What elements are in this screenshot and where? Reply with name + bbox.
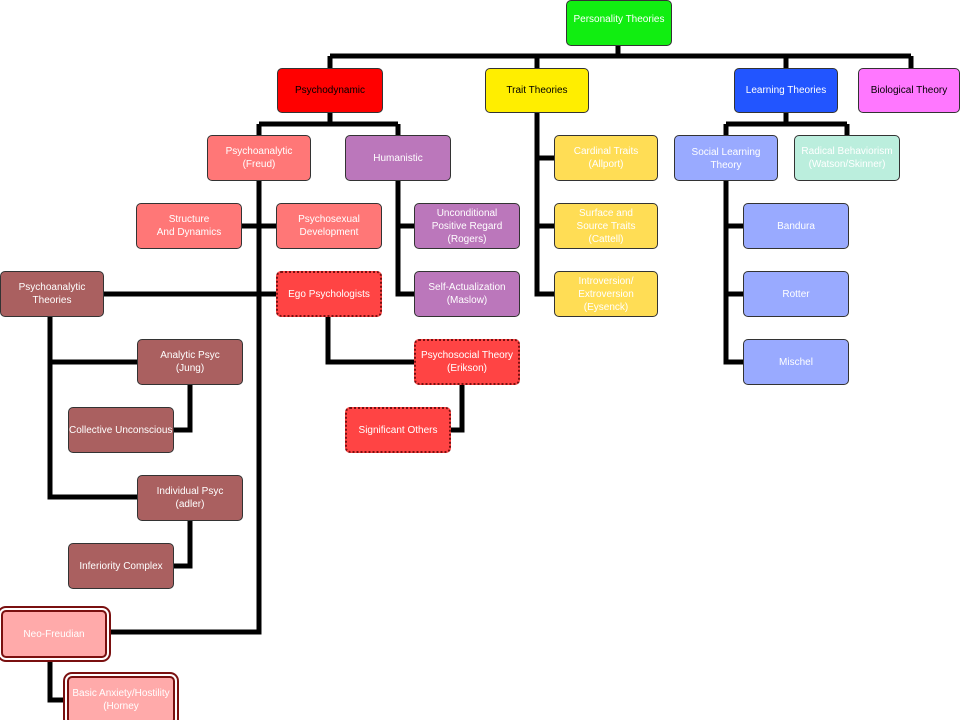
node-basic-anxiety-hostility: Basic Anxiety/Hostility (Horney — [67, 676, 175, 720]
node-mischel: Mischel — [743, 339, 849, 385]
node-introversion-extroversion: Introversion/ Extroversion (Eysenck) — [554, 271, 658, 317]
node-trait-theories: Trait Theories — [485, 68, 589, 113]
node-personality-theories: Personality Theories — [566, 0, 672, 46]
connector-line — [107, 181, 262, 635]
node-significant-others: Significant Others — [345, 407, 451, 453]
node-cardinal-traits: Cardinal Traits (Allport) — [554, 135, 658, 181]
node-self-actualization: Self-Actualization (Maslow) — [414, 271, 520, 317]
node-radical-behaviorism: Radical Behaviorism (Watson/Skinner) — [794, 135, 900, 181]
node-structure-dynamics: Structure And Dynamics — [136, 203, 242, 249]
node-humanistic: Humanistic — [345, 135, 451, 181]
connector-line — [47, 658, 67, 703]
node-biological-theory: Biological Theory — [858, 68, 960, 113]
connector-line — [174, 385, 193, 433]
node-social-learning-theory: Social Learning Theory — [674, 135, 778, 181]
connector-line — [327, 46, 914, 68]
node-unconditional-positive-regard: Unconditional Positive Regard (Rogers) — [414, 203, 520, 249]
connector-line — [723, 181, 743, 365]
node-rotter: Rotter — [743, 271, 849, 317]
node-psychodynamic: Psychodynamic — [277, 68, 383, 113]
node-psychosocial-theory: Psychosocial Theory (Erikson) — [414, 339, 520, 385]
connector-line — [395, 181, 414, 297]
connector-line — [256, 113, 401, 135]
node-surface-source-traits: Surface and Source Traits (Cattell) — [554, 203, 658, 249]
node-bandura: Bandura — [743, 203, 849, 249]
node-ego-psychologists: Ego Psychologists — [276, 271, 382, 317]
node-inferiority-complex: Inferiority Complex — [68, 543, 174, 589]
node-psychoanalytic-freud: Psychoanalytic (Freud) — [207, 135, 311, 181]
connector-line — [325, 317, 414, 365]
node-collective-unconscious: Collective Unconscious — [68, 407, 174, 453]
node-psychoanalytic-theories: Psychoanalytic Theories — [0, 271, 104, 317]
node-individual-psyc: Individual Psyc (adler) — [137, 475, 243, 521]
node-psychosexual-development: Psychosexual Development — [276, 203, 382, 249]
connector-line — [47, 317, 137, 500]
connector-line — [451, 385, 465, 433]
node-learning-theories: Learning Theories — [734, 68, 838, 113]
connector-line — [723, 113, 850, 135]
node-neo-freudian: Neo-Freudian — [1, 610, 107, 658]
connector-line — [174, 521, 193, 569]
connector-line — [534, 113, 554, 297]
node-analytic-psyc: Analytic Psyc (Jung) — [137, 339, 243, 385]
